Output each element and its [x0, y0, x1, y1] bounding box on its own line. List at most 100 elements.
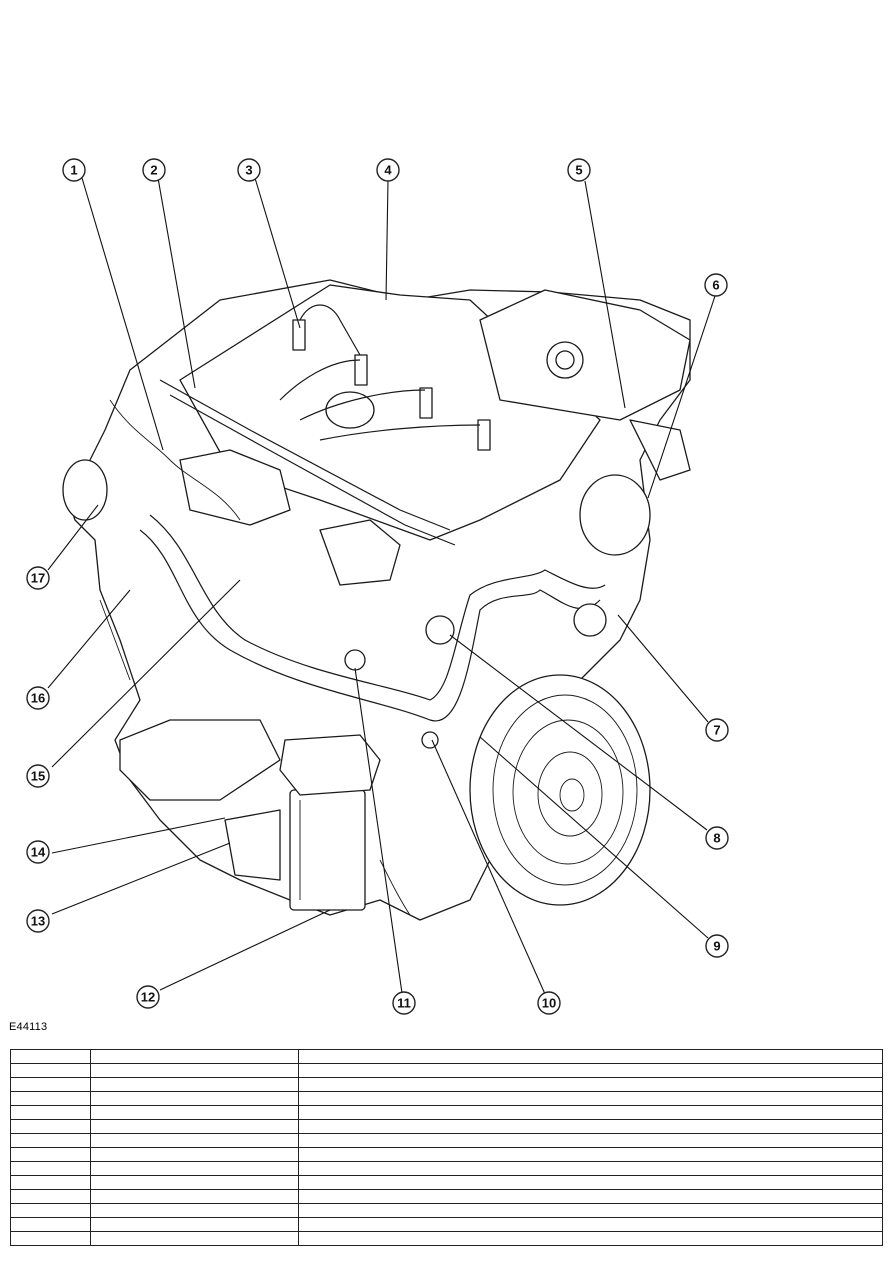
legend-part-cell [90, 1105, 299, 1120]
svg-text:5: 5 [575, 163, 582, 178]
legend-part-cell [90, 1077, 299, 1092]
oil-filler-cap [325, 391, 375, 429]
legend-part-cell [90, 1063, 299, 1078]
callout-5: 5 [567, 158, 591, 182]
legend-item-cell [10, 1077, 91, 1092]
callout-16: 16 [26, 686, 50, 710]
engine-illustration [62, 279, 691, 921]
legend-item-cell [10, 1175, 91, 1190]
leader-lines [47, 177, 716, 995]
callout-14: 14 [26, 840, 50, 864]
legend-row [10, 1049, 883, 1064]
legend-description-cell [298, 1105, 883, 1120]
engine-diagram: 1 2 3 4 5 6 7 8 9 10 11 12 13 14 15 16 1… [26, 158, 729, 1015]
legend-item-cell [10, 1091, 91, 1106]
legend-row [10, 1119, 883, 1134]
legend-description-cell [298, 1161, 883, 1176]
svg-text:14: 14 [31, 845, 46, 860]
legend-item-cell [10, 1119, 91, 1134]
legend-item-cell [10, 1203, 91, 1218]
legend-item-cell [10, 1133, 91, 1148]
callout-7: 7 [705, 718, 729, 742]
svg-text:13: 13 [31, 914, 45, 929]
crank-sensor-boss [425, 615, 455, 645]
svg-text:10: 10 [542, 996, 556, 1011]
oil-filter [224, 809, 281, 881]
legend-part-cell [90, 1133, 299, 1148]
elbow-pipe [629, 419, 691, 481]
legend-part-cell [90, 1231, 299, 1246]
callout-4: 4 [376, 158, 400, 182]
legend-part-cell [90, 1091, 299, 1106]
fuel-injectors [279, 304, 491, 451]
legend-description-cell [298, 1203, 883, 1218]
legend-description-cell [298, 1231, 883, 1246]
svg-text:1: 1 [70, 163, 77, 178]
legend-description-cell [298, 1147, 883, 1162]
legend-description-cell [298, 1049, 883, 1064]
legend-row [10, 1231, 883, 1246]
callout-3: 3 [237, 158, 261, 182]
turbo-housing [479, 289, 691, 421]
callout-15: 15 [26, 764, 50, 788]
svg-text:17: 17 [31, 571, 45, 586]
legend-part-cell [90, 1203, 299, 1218]
turbo-outlet [573, 603, 607, 637]
legend-row [10, 1077, 883, 1092]
legend-row [10, 1203, 883, 1218]
callout-1: 1 [62, 158, 86, 182]
legend-item-cell [10, 1189, 91, 1204]
legend-part-cell [90, 1147, 299, 1162]
legend-row [10, 1217, 883, 1232]
vacuum-pump [579, 474, 651, 556]
hp-pump [344, 649, 366, 671]
svg-text:11: 11 [397, 996, 411, 1011]
legend-description-cell [298, 1133, 883, 1148]
svg-text:3: 3 [245, 163, 252, 178]
legend-row [10, 1091, 883, 1106]
callout-8: 8 [705, 826, 729, 850]
svg-text:7: 7 [713, 723, 720, 738]
pulley-left [62, 459, 108, 521]
svg-text:16: 16 [31, 691, 45, 706]
legend-row [10, 1133, 883, 1148]
svg-text:6: 6 [712, 278, 719, 293]
starter-motor [279, 734, 381, 796]
legend-description-cell [298, 1189, 883, 1204]
legend-row [10, 1175, 883, 1190]
legend-part-cell [90, 1049, 299, 1064]
svg-text:12: 12 [141, 990, 155, 1005]
legend-part-cell [90, 1175, 299, 1190]
svg-text:9: 9 [713, 939, 720, 954]
callout-11: 11 [392, 991, 416, 1015]
svg-text:2: 2 [150, 163, 157, 178]
legend-item-cell [10, 1231, 91, 1246]
oil-cooler [289, 789, 366, 911]
legend-description-cell [298, 1217, 883, 1232]
legend-item-cell [10, 1161, 91, 1176]
legend-item-cell [10, 1049, 91, 1064]
legend-description-cell [298, 1119, 883, 1134]
figure-id: E44113 [9, 1021, 48, 1033]
legend-table [10, 1049, 883, 1246]
intake-manifold [179, 449, 291, 526]
oil-sump [119, 719, 281, 801]
legend-row [10, 1147, 883, 1162]
turbo-inlet-core [555, 350, 575, 370]
ckp-sensor [421, 731, 439, 749]
callout-12: 12 [136, 985, 160, 1009]
callout-9: 9 [705, 934, 729, 958]
svg-text:4: 4 [384, 163, 392, 178]
callout-17: 17 [26, 566, 50, 590]
legend-part-cell [90, 1119, 299, 1134]
legend-row [10, 1105, 883, 1120]
legend-item-cell [10, 1105, 91, 1120]
legend-row [10, 1161, 883, 1176]
legend-part-cell [90, 1217, 299, 1232]
flywheel [469, 674, 651, 906]
egr-valve [319, 519, 401, 586]
legend-description-cell [298, 1175, 883, 1190]
legend-part-cell [90, 1161, 299, 1176]
legend-description-cell [298, 1077, 883, 1092]
legend-item-cell [10, 1147, 91, 1162]
